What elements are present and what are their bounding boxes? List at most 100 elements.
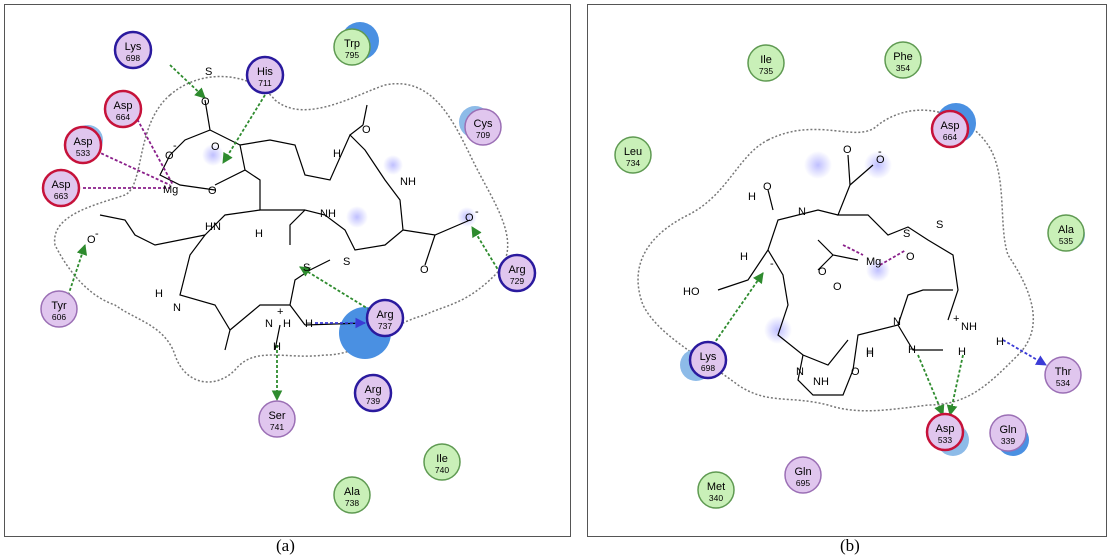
atom-label: O <box>362 124 371 136</box>
atom-label: O <box>211 141 220 153</box>
panel-label-a: (a) <box>276 536 295 555</box>
atom-label: O <box>876 154 885 166</box>
svg-text:729: 729 <box>510 276 524 286</box>
svg-text:664: 664 <box>116 112 130 122</box>
svg-text:Asp: Asp <box>52 179 71 191</box>
diagram-b: O O O O O O O N N H H N H H H H HO Mg S … <box>614 41 1085 509</box>
panel-a: O O O O O O O O Mg HN NH NH N N H H H H … <box>4 4 571 537</box>
atom-label: H <box>866 348 874 360</box>
svg-text:Thr: Thr <box>1055 366 1072 378</box>
atom-label: O <box>763 181 772 193</box>
svg-text:533: 533 <box>76 148 90 158</box>
atom-label: O <box>201 96 210 108</box>
svg-text:354: 354 <box>896 63 910 73</box>
hbond <box>222 94 266 164</box>
svg-text:Gln: Gln <box>999 424 1016 436</box>
atom-label: H <box>255 228 263 240</box>
hbond <box>1002 339 1047 366</box>
atom-label: S <box>903 228 910 240</box>
svg-text:664: 664 <box>943 132 957 142</box>
atom-label: H <box>333 148 341 160</box>
atom-label: H <box>740 251 748 263</box>
atom-label: Mg <box>163 184 178 196</box>
hbond <box>299 266 371 311</box>
diagram-a: O O O O O O O O Mg HN NH NH N N H H H H … <box>40 22 537 514</box>
atom-label: NH <box>400 176 416 188</box>
svg-text:795: 795 <box>345 50 359 60</box>
atom-label: N <box>265 318 273 330</box>
atom-label: H <box>305 318 313 330</box>
hbond <box>917 354 945 416</box>
svg-text:739: 739 <box>366 396 380 406</box>
svg-text:Gln: Gln <box>794 466 811 478</box>
atom-label: + <box>277 306 283 318</box>
atom-label: O <box>906 251 915 263</box>
atom-label: H <box>908 344 916 356</box>
atom-label: H <box>996 336 1004 348</box>
svg-text:534: 534 <box>1056 378 1070 388</box>
atom-label: NH <box>961 321 977 333</box>
svg-text:709: 709 <box>476 130 490 140</box>
atom-label: O <box>420 264 429 276</box>
svg-text:339: 339 <box>1001 436 1015 446</box>
atom-label: HN <box>205 221 221 233</box>
svg-text:Phe: Phe <box>893 51 913 63</box>
svg-text:Ile: Ile <box>760 54 772 66</box>
svg-text:737: 737 <box>378 321 392 331</box>
svg-text:741: 741 <box>270 422 284 432</box>
hbond <box>946 354 964 417</box>
atom-label: N <box>173 302 181 314</box>
atom-label: S <box>343 256 350 268</box>
atom-label: O <box>165 150 174 162</box>
atom-label: N <box>798 206 806 218</box>
svg-text:Cys: Cys <box>474 118 493 130</box>
atom-label: Mg <box>866 256 881 268</box>
svg-text:535: 535 <box>1059 236 1073 246</box>
svg-text:698: 698 <box>701 363 715 373</box>
svg-text:Lys: Lys <box>125 41 142 53</box>
svg-text:606: 606 <box>52 312 66 322</box>
atom-label: + <box>953 313 959 325</box>
atom-label: H <box>748 191 756 203</box>
atom-label: - <box>770 258 774 270</box>
svg-text:His: His <box>257 66 273 78</box>
atom-label: - <box>475 206 479 218</box>
svg-text:Arg: Arg <box>364 384 381 396</box>
atom-label: H <box>866 346 874 358</box>
atom-label: S <box>936 219 943 231</box>
panel-label-b: (b) <box>840 536 860 555</box>
svg-text:738: 738 <box>345 498 359 508</box>
atom-label: H <box>155 288 163 300</box>
atom-label: O <box>465 212 474 224</box>
atom-label: O <box>851 366 860 378</box>
atom-label: - <box>173 140 177 152</box>
hbond <box>169 64 206 99</box>
atom-label: N <box>796 366 804 378</box>
svg-text:340: 340 <box>709 493 723 503</box>
svg-text:Trp: Trp <box>344 38 360 50</box>
hbond <box>471 226 501 274</box>
atom-label: O <box>843 144 852 156</box>
atom-label: O <box>208 185 217 197</box>
svg-text:Asp: Asp <box>941 120 960 132</box>
